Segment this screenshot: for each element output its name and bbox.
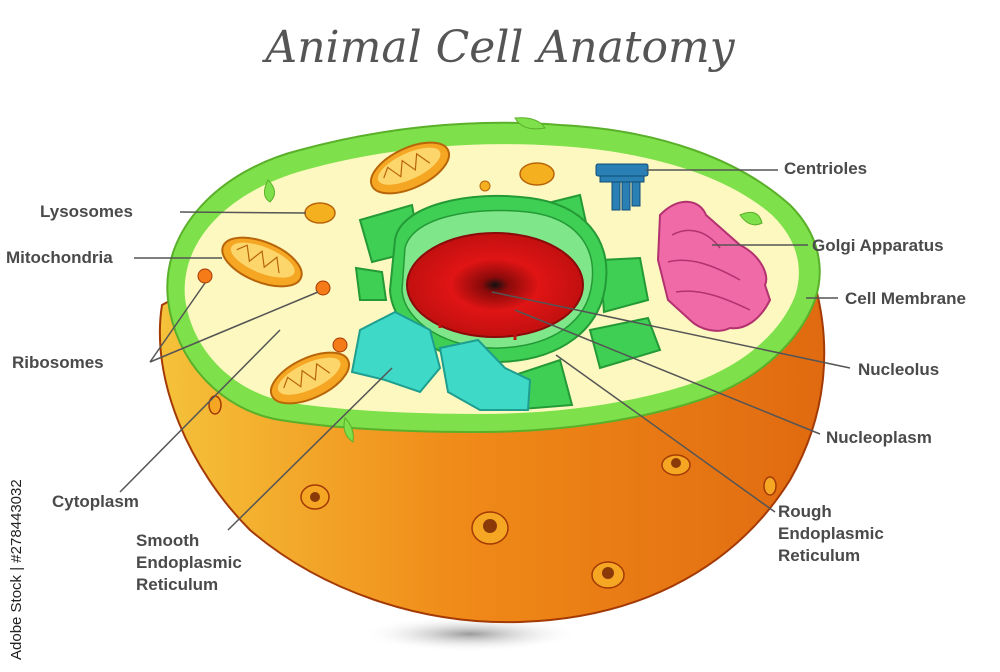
nucleus	[407, 233, 583, 337]
label-smooth-er: Smooth Endoplasmic Reticulum	[136, 530, 242, 596]
label-lysosomes: Lysosomes	[40, 201, 133, 223]
label-mitochondria: Mitochondria	[6, 247, 113, 269]
label-ribosomes: Ribosomes	[12, 352, 104, 374]
ribosome	[316, 281, 330, 295]
label-cell-membrane: Cell Membrane	[845, 288, 966, 310]
vesicle	[480, 181, 490, 191]
label-rough-er-line1: Rough	[778, 501, 884, 523]
ribosome	[333, 338, 347, 352]
label-nucleoplasm: Nucleoplasm	[826, 427, 932, 449]
watermark-text: Adobe Stock | #278443032	[8, 420, 25, 660]
label-rough-er-line3: Reticulum	[778, 545, 884, 567]
label-nucleolus: Nucleolus	[858, 359, 939, 381]
stock-watermark: Adobe Stock | #278443032	[4, 420, 28, 660]
diagram-title: Animal Cell Anatomy	[0, 22, 1000, 73]
label-golgi: Golgi Apparatus	[812, 235, 944, 257]
label-centrioles: Centrioles	[784, 158, 867, 180]
lysosome	[520, 163, 554, 185]
label-smooth-er-line1: Smooth	[136, 530, 242, 552]
ribosome	[198, 269, 212, 283]
label-rough-er: Rough Endoplasmic Reticulum	[778, 501, 884, 567]
label-smooth-er-line2: Endoplasmic	[136, 552, 242, 574]
lysosome	[305, 203, 335, 223]
label-cytoplasm: Cytoplasm	[52, 491, 139, 513]
label-rough-er-line2: Endoplasmic	[778, 523, 884, 545]
label-smooth-er-line3: Reticulum	[136, 574, 242, 596]
